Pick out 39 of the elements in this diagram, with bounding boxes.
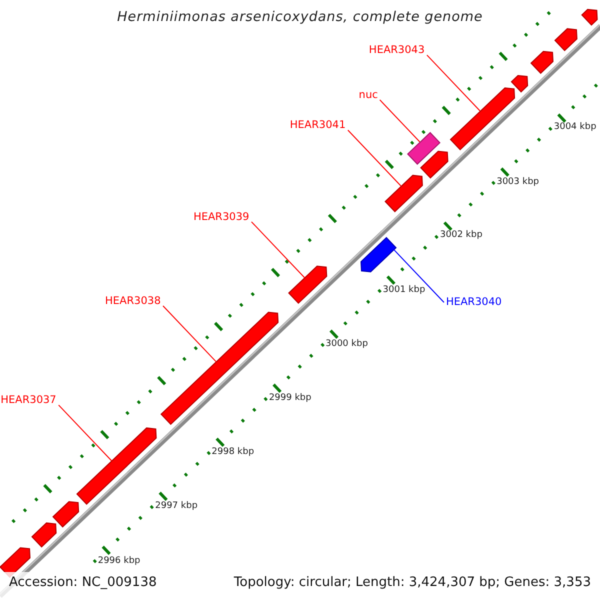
gene-label: HEAR3043	[368, 44, 425, 56]
gene-label: HEAR3039	[193, 210, 250, 223]
position-label: 3003 kbp	[496, 176, 540, 188]
leader-line	[393, 248, 444, 303]
gene-feature-block	[510, 75, 528, 93]
leader-line	[250, 221, 306, 278]
gene-feature-block	[554, 28, 578, 52]
gene-label: HEAR3040	[446, 296, 502, 308]
position-label: 2996 kbp	[98, 556, 140, 567]
gene-feature-block	[530, 50, 554, 74]
gene-feature-block	[31, 522, 57, 548]
gene-feature-bar	[406, 132, 441, 165]
position-label: 2999 kbp	[268, 392, 312, 404]
gene-feature-block	[76, 427, 157, 505]
leader-line	[58, 404, 112, 462]
leader-line	[347, 130, 402, 186]
leader-line	[426, 54, 480, 112]
gene-feature-block	[450, 87, 516, 150]
gene-label: nuc	[358, 88, 378, 101]
position-label: 3000 kbp	[326, 339, 368, 350]
gene-label: HEAR3038	[105, 294, 161, 307]
title: Herminiimonas arsenicoxydans, complete genome	[116, 9, 484, 25]
gene-feature-block	[360, 236, 397, 272]
gene-label: HEAR3037	[0, 394, 56, 406]
genome-info-text: Topology: circular; Length: 3,424,307 bp; Genes: 3,353	[234, 575, 591, 591]
gene-label: HEAR3041	[290, 119, 346, 132]
position-label: 2998 kbp	[212, 447, 254, 458]
gene-feature-block	[52, 501, 80, 528]
position-label: 3004 kbp	[554, 122, 596, 134]
gene-feature-block	[581, 8, 598, 26]
gene-feature-block	[420, 150, 448, 179]
leader-line	[162, 305, 217, 362]
gene-feature-block	[384, 174, 423, 212]
position-label: 3002 kbp	[440, 230, 482, 242]
gene-feature-block	[288, 266, 328, 304]
position-label: 3001 kbp	[382, 284, 426, 296]
accession-text: Accession: NC_009138	[9, 575, 157, 591]
leader-line	[379, 99, 420, 142]
position-label: 2997 kbp	[155, 501, 198, 512]
